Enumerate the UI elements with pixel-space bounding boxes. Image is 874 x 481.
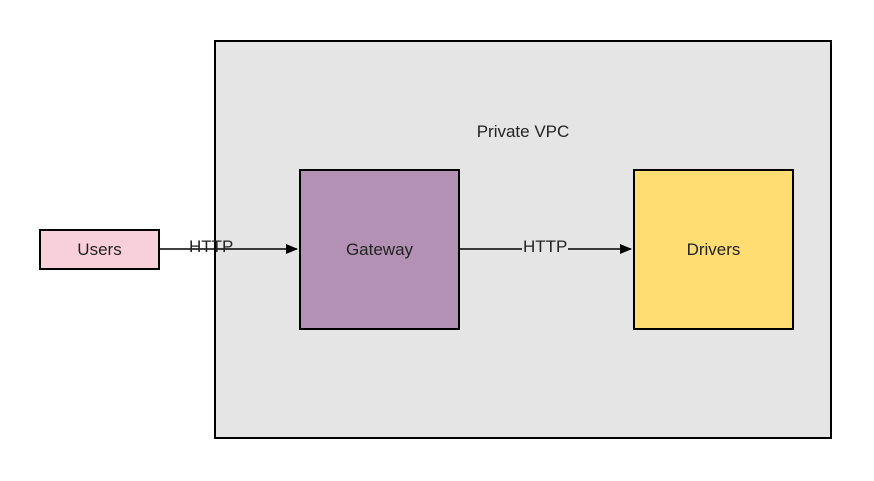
edge-label-users-gateway: HTTP [189,237,234,256]
users-node-label: Users [77,239,122,259]
gateway-node: Gateway [299,169,460,330]
edge-label-gateway-drivers: HTTP [522,237,569,257]
drivers-node: Drivers [633,169,794,330]
gateway-node-label: Gateway [345,239,414,259]
drivers-node-label: Drivers [686,239,741,259]
users-node: Users [39,229,160,270]
private-vpc-label: Private VPC [476,122,570,141]
